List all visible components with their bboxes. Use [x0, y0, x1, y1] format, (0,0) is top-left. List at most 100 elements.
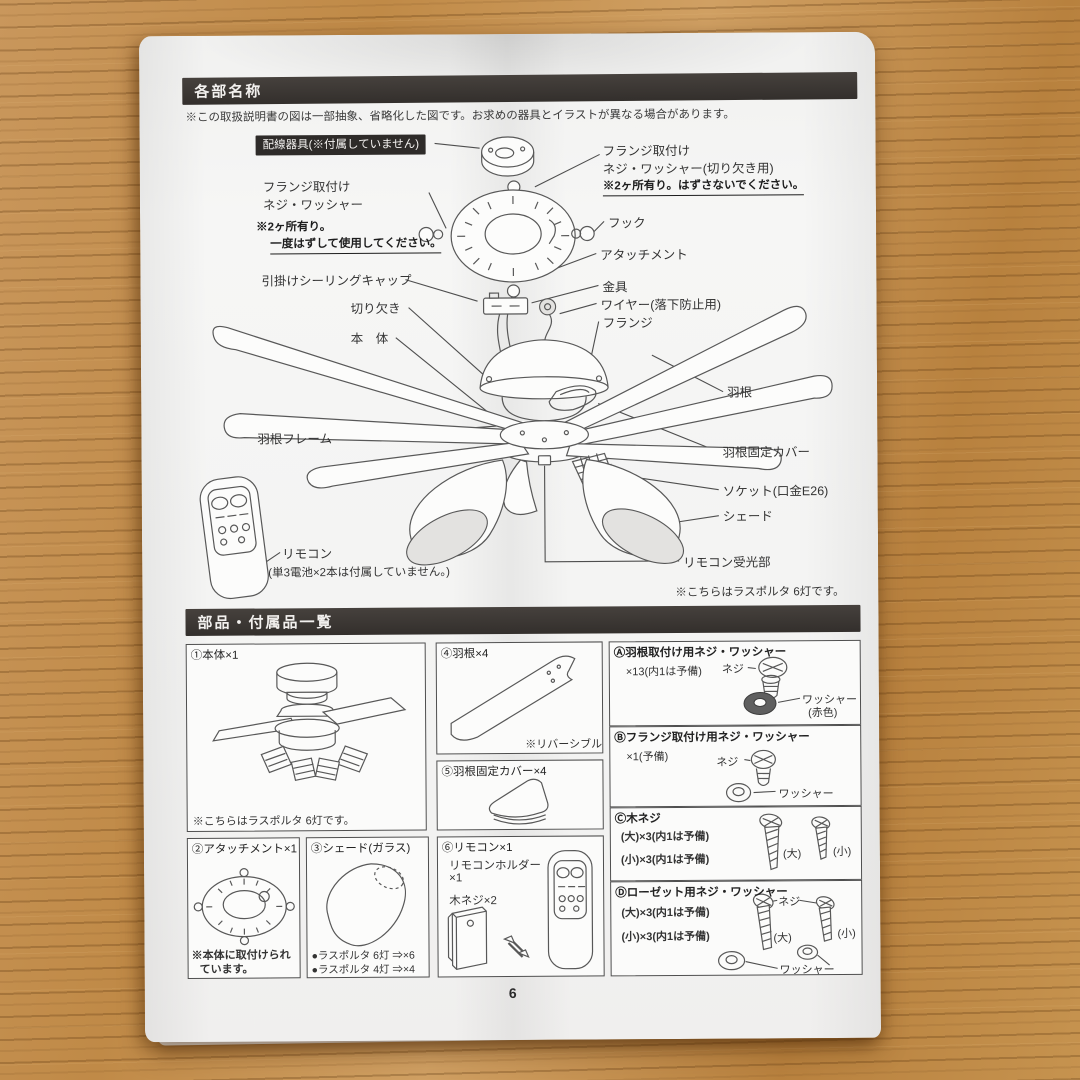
section-header-part-names: 各部名称: [182, 71, 858, 105]
label-flange-screw-right: フランジ取付け ネジ・ワッシャー(切り欠き用) ※2ヶ所有り。はずさないでくださ…: [603, 142, 805, 197]
cellD-title: Ⓓローゼット用ネジ・ワッシャー: [615, 886, 788, 900]
cell2-note2: ています。: [199, 963, 254, 976]
cell1-title: ①本体×1: [190, 649, 239, 662]
cell6-line4: 木ネジ×2: [449, 895, 497, 908]
attachment-illustration: [193, 868, 295, 946]
flange-screw-illustration: [725, 749, 776, 803]
side-bolt-left-art: [418, 226, 444, 243]
label-metal-fitting: 金具: [602, 280, 628, 295]
blade-cover-art: [548, 385, 597, 411]
label-flange-screw-left-warn1: ※2ヶ所有り。: [256, 221, 332, 234]
exploded-fan-diagram: 配線器具(※付属していません) フランジ取付け ネジ・ワッシャー(切り欠き用) …: [183, 128, 861, 609]
cell-wood-screws: Ⓒ木ネジ (大)×3(内1は予備) (小)×3(内1は予備) (大) (小): [609, 805, 863, 882]
light-kit-art: [406, 452, 684, 566]
label-wiring-device: 配線器具(※付属していません): [255, 134, 427, 156]
cell-blade-cover: ⑤羽根固定カバー×4: [436, 759, 604, 831]
label-socket: ソケット(口金E26): [722, 484, 829, 499]
wiring-device-art: [481, 136, 535, 177]
flange-canopy-art: [479, 339, 609, 422]
label-notch: 切り欠き: [350, 301, 401, 316]
rosette-screw-illustration: [717, 893, 835, 971]
wood-screw-illustration: [759, 813, 831, 871]
cell-attachment: ②アタッチメント×1 ※本体に取付けられ ています。: [186, 837, 301, 979]
wood-screw-large: [759, 813, 783, 871]
cellD-large-label: (大): [773, 932, 792, 945]
label-remote-note: (単3電池×2本は付属していません。): [268, 566, 450, 580]
machine-screw-small: [815, 896, 835, 942]
cellD-qty1: (大)×3(内1は予備): [621, 906, 710, 920]
section1-note: ※この取扱説明書の図は一部抽象、省略化した図です。お求めの器具とイラストが異なる…: [185, 108, 735, 124]
fan-body-illustration: [212, 662, 407, 782]
cellD-small-label: (小): [837, 927, 856, 941]
cell5-title: ⑤羽根固定カバー×4: [441, 765, 547, 779]
label-flange: フランジ: [602, 316, 653, 331]
cell-rosette-screws: Ⓓローゼット用ネジ・ワッシャー (大)×3(内1は予備) (小)×3(内1は予備…: [610, 879, 863, 977]
cell-blade-screws: Ⓐ羽根取付け用ネジ・ワッシャー ×13(内1は予備) ネジ ワッシャー (赤色): [608, 639, 862, 727]
label-flange-screw-left: フランジ取付け ネジ・ワッシャー: [262, 179, 364, 213]
cellC-large-label: (大): [782, 848, 802, 861]
attachment-ring-art: [418, 189, 595, 283]
cellA-washer-label2: (赤色): [808, 707, 838, 720]
blade-illustration: [450, 655, 576, 741]
cell-shade: ③シェード(ガラス) ●ラスポルタ 6灯 ⇒×6 ●ラスポルタ 4灯 ⇒×4: [305, 836, 430, 979]
cell4-note: ※リバーシブル: [525, 738, 603, 751]
section2-title: 部品・付属品一覧: [197, 614, 334, 632]
section1-title: 各部名称: [194, 83, 263, 101]
page-number: 6: [508, 984, 517, 1002]
label-receiver: リモコン受光部: [683, 555, 771, 570]
manual-page: 各部名称 ※この取扱説明書の図は一部抽象、省略化した図です。お求めの器具とイラス…: [138, 31, 882, 1043]
cell6-title: ⑥リモコン×1: [441, 841, 513, 855]
label-blade-cover: 羽根固定カバー: [722, 445, 811, 460]
cellA-title: Ⓐ羽根取付け用ネジ・ワッシャー: [613, 646, 787, 660]
cell2-title: ②アタッチメント×1: [191, 843, 298, 856]
cellD-qty2: (小)×3(内1は予備): [621, 930, 710, 944]
cell6-line3: ×1: [449, 872, 463, 885]
cellD-washer-label: ワッシャー: [779, 964, 835, 977]
fan-line-art: [199, 136, 833, 600]
holder-screws-art: [502, 935, 530, 958]
label-ceiling-cap: 引掛けシーリングキャップ: [261, 273, 412, 289]
receiver-art: [537, 455, 552, 466]
cell6-line2: リモコンホルダー: [448, 859, 542, 873]
cellC-small-label: (小): [832, 845, 852, 859]
sockets: [260, 745, 369, 782]
remote-holder-art: [447, 906, 488, 970]
hook-art: [548, 219, 556, 245]
metal-fitting-art: [482, 292, 529, 315]
cellC-qty2: (小)×3(内1は予備): [620, 853, 710, 867]
label-blade-frame: 羽根フレーム: [257, 432, 333, 447]
cell-main-body: ①本体×1 ※こちらはラスポルタ 6灯です。: [185, 642, 427, 832]
label-shade: シェード: [722, 509, 773, 524]
remote-art2: [547, 850, 594, 970]
label-flange-screw-left-warn2: 一度はずして使用してください。: [270, 235, 442, 255]
label-blade: 羽根: [727, 385, 753, 400]
label-attachment: アタッチメント: [600, 247, 688, 263]
cellC-title: Ⓒ木ネジ: [614, 813, 661, 826]
label-wire: ワイヤー(落下防止用): [600, 297, 722, 313]
label-body: 本 体: [350, 331, 389, 346]
cell-flange-screw: Ⓑフランジ取付け用ネジ・ワッシャー ×1(予備) ネジ ワッシャー: [609, 724, 862, 808]
cell4-title: ④羽根×4: [440, 648, 489, 661]
label-hook: フック: [608, 216, 646, 231]
label-model-note: ※こちらはラスポルタ 6灯です。: [675, 585, 845, 599]
cell3-opt2: ●ラスポルタ 4灯 ⇒×4: [311, 963, 415, 977]
cellB-qty: ×1(予備): [626, 751, 669, 764]
blades-art: [212, 305, 833, 489]
label-remote: リモコン: [282, 547, 333, 562]
cellB-washer-label: ワッシャー: [778, 788, 834, 801]
wood-screw-small: [811, 816, 831, 860]
cellC-qty1: (大)×3(内1は予備): [620, 830, 710, 844]
cell1-note: ※こちらはラスポルタ 6灯です。: [192, 814, 355, 828]
cellA-qty: ×13(内1は予備): [625, 665, 702, 679]
cellB-screw-label: ネジ: [716, 756, 739, 769]
remote-set-illustration: [447, 850, 594, 970]
parts-table: ①本体×1 ※こちらはラスポルタ 6灯です。 ④羽根×4 ※リバーシブル ⑤羽根…: [185, 639, 863, 979]
blade-cover-illustration: [488, 778, 549, 825]
cell-blade: ④羽根×4 ※リバーシブル: [435, 641, 604, 755]
shade-illustration: [326, 863, 406, 947]
cellA-screw-label: ネジ: [721, 663, 744, 676]
machine-screw-large: [752, 893, 774, 951]
side-bolt-right-art: [571, 225, 595, 242]
remote-art: [199, 476, 269, 600]
section-header-parts-list: 部品・付属品一覧: [185, 604, 861, 636]
